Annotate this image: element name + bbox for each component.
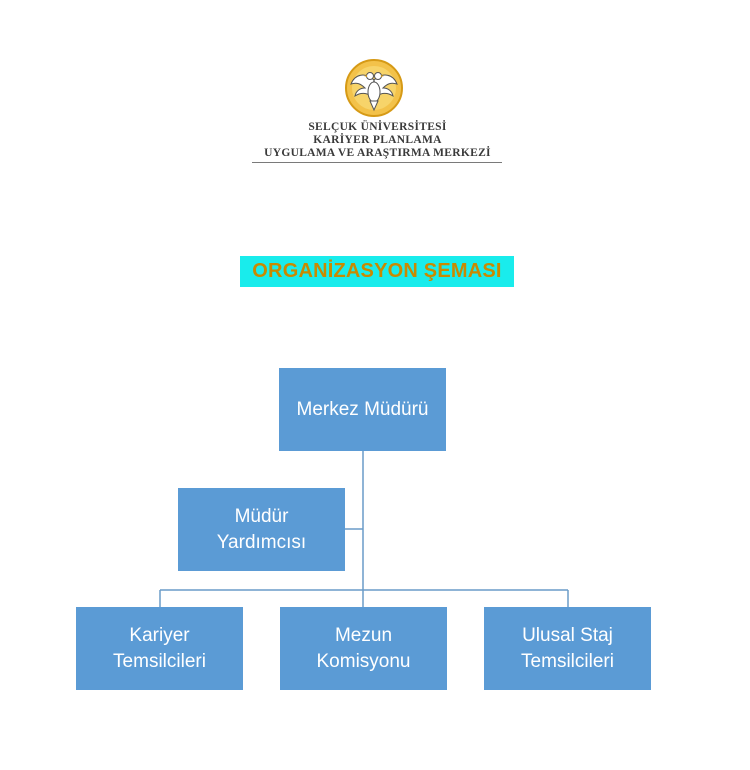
logo-underline xyxy=(252,162,502,163)
node-label-line-1: Mezun xyxy=(334,624,393,646)
node-label-line-1: Müdür xyxy=(234,505,289,527)
node-label-line-2: Komisyonu xyxy=(316,650,411,672)
node-mezun-komisyonu: Mezun Komisyonu xyxy=(280,607,447,690)
node-label-line-2: Temsilcileri xyxy=(521,650,614,672)
node-mudur-yardimcisi: Müdür Yardımcısı xyxy=(178,488,345,571)
logo-line-2: KARİYER PLANLAMA xyxy=(313,134,442,146)
node-ulusal-staj-temsilcileri: Ulusal Staj Temsilcileri xyxy=(484,607,651,690)
node-label-line-1: Kariyer xyxy=(129,624,190,646)
university-logo: SELÇUK ÜNİVERSİTESİ KARİYER PLANLAMA UYG… xyxy=(240,58,515,168)
logo-line-1: SELÇUK ÜNİVERSİTESİ xyxy=(308,121,447,133)
node-merkez-muduru: Merkez Müdürü xyxy=(279,368,446,451)
node-label-line-2: Yardımcısı xyxy=(216,531,307,553)
node-label-line-1: Ulusal Staj xyxy=(522,624,613,646)
page-title: ORGANİZASYON ŞEMASI xyxy=(240,256,514,287)
seljuk-eagle-seal-icon xyxy=(345,59,403,117)
logo-line-3: UYGULAMA VE ARAŞTIRMA MERKEZİ xyxy=(264,147,491,159)
node-kariyer-temsilcileri: Kariyer Temsilcileri xyxy=(76,607,243,690)
node-label: Merkez Müdürü xyxy=(296,398,429,420)
node-label-line-2: Temsilcileri xyxy=(113,650,206,672)
